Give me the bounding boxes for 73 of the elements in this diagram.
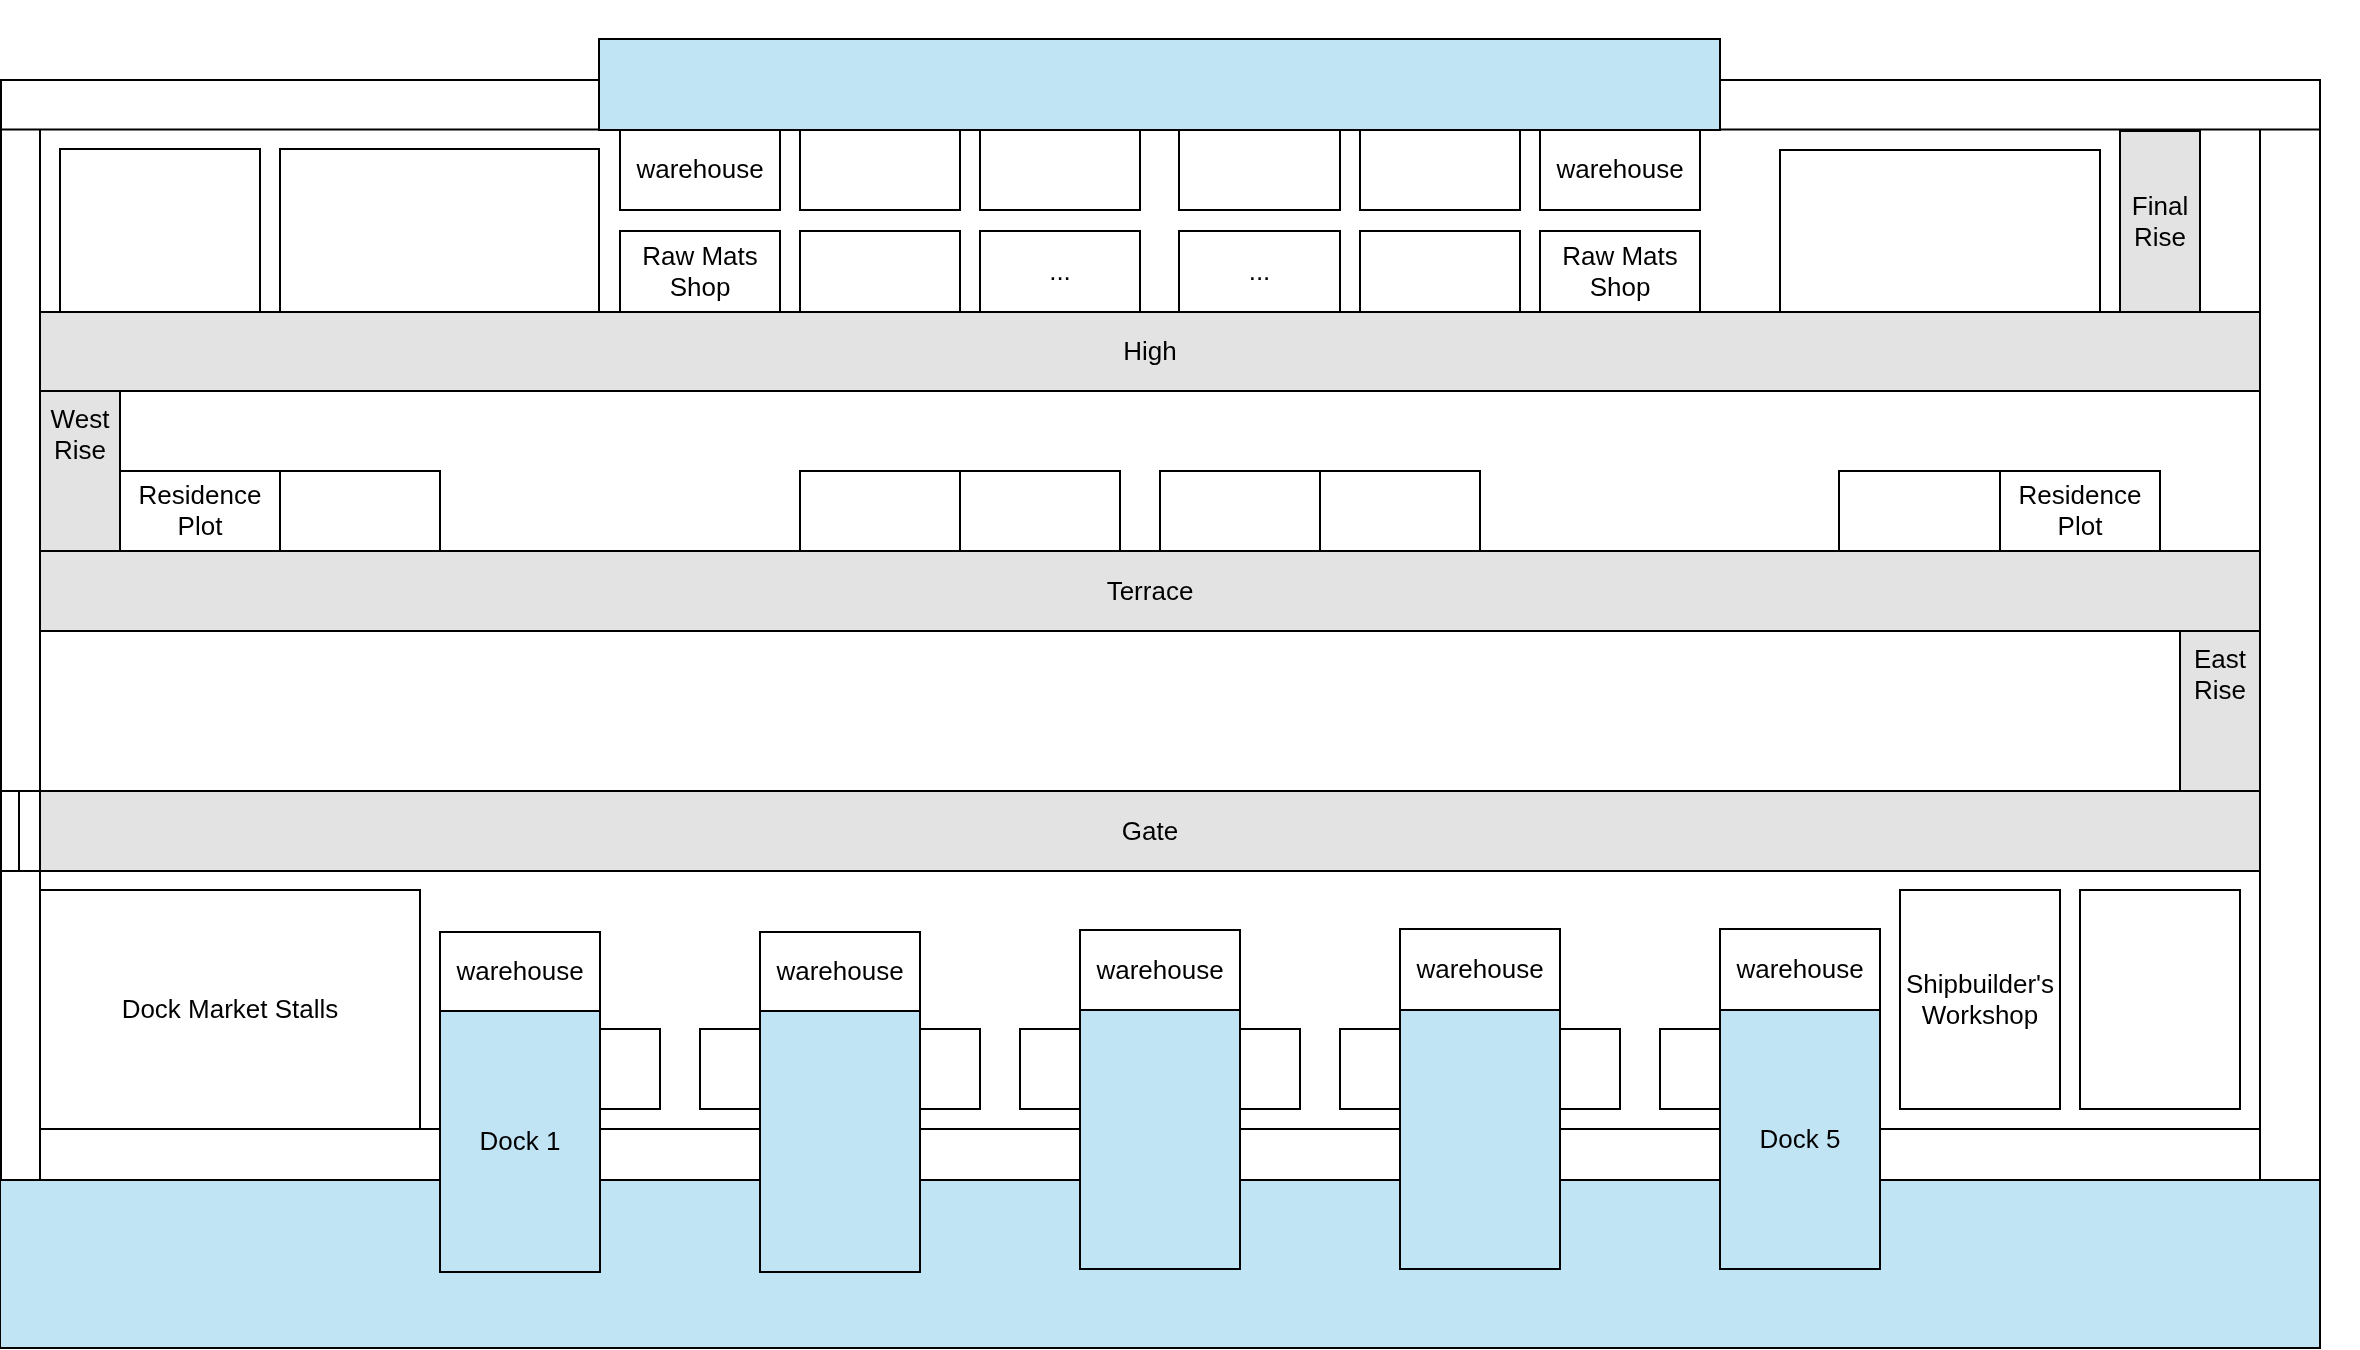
building-plot — [1719, 928, 1881, 1011]
building-plot — [1178, 230, 1341, 313]
building-plot — [619, 128, 781, 211]
building-plot — [1779, 149, 2101, 313]
dock-pier — [1719, 1009, 1881, 1270]
building-plot — [979, 128, 1141, 211]
dock-label: Dock 1 — [479, 1126, 561, 1157]
building-plot — [279, 470, 441, 552]
rise-street — [2179, 630, 2261, 792]
building-plot — [2079, 889, 2241, 1110]
plot-label: ... — [1248, 256, 1271, 287]
street-name: Gate — [1121, 815, 1179, 847]
building-plot — [759, 931, 921, 1012]
building-plot — [1319, 470, 1481, 552]
plot-label: Raw Mats Shop — [1561, 240, 1679, 303]
building-plot — [1999, 470, 2161, 552]
building-plot — [1399, 928, 1561, 1011]
building-plot — [699, 1028, 761, 1110]
rise-street — [2119, 130, 2201, 313]
dock-pier — [759, 1010, 921, 1273]
plot-label: warehouse — [636, 154, 764, 186]
building-plot — [959, 470, 1121, 552]
water-strip — [598, 38, 1721, 131]
building-plot — [1339, 1028, 1401, 1110]
building-plot — [1159, 470, 1321, 552]
building-plot — [979, 230, 1141, 313]
building-plot — [1539, 128, 1701, 211]
street-name: Terrace — [1106, 575, 1194, 607]
plot-label: Residence Plot — [2017, 480, 2143, 542]
building-plot — [919, 1028, 981, 1110]
building-plot — [59, 148, 261, 313]
building-plot — [439, 931, 601, 1012]
street-name: High — [1123, 336, 1177, 367]
street-name: East Rise — [2193, 644, 2247, 706]
building-plot — [1559, 1028, 1621, 1110]
building-plot — [1079, 929, 1241, 1011]
dock-pier — [1079, 1009, 1241, 1270]
plot-label: warehouse — [1416, 954, 1544, 985]
rise-street — [39, 390, 121, 552]
plot-label: Residence Plot — [137, 480, 263, 542]
street-band — [39, 311, 2261, 392]
building-plot — [1659, 1028, 1721, 1110]
building-plot — [1359, 230, 1521, 313]
building-plot — [799, 470, 961, 552]
dock-label: Dock 5 — [1759, 1124, 1841, 1155]
plot-label: warehouse — [1736, 954, 1864, 985]
plot-label: Raw Mats Shop — [641, 240, 759, 303]
street-band — [39, 550, 2261, 632]
building-plot — [619, 230, 781, 313]
street-name: West Rise — [49, 404, 111, 466]
street-band — [39, 790, 2261, 872]
building-plot — [1539, 230, 1701, 313]
building-plot — [799, 230, 961, 313]
building-plot — [799, 128, 961, 211]
building-plot — [39, 889, 421, 1130]
building-plot — [279, 148, 600, 313]
building-plot — [1178, 128, 1341, 211]
plot-label: Dock Market Stalls — [121, 994, 339, 1025]
plot-label: warehouse — [1096, 954, 1224, 986]
building-plot — [599, 1028, 661, 1110]
building-plot — [1239, 1028, 1301, 1110]
plot-label: warehouse — [456, 956, 584, 987]
dock-pier — [1399, 1009, 1561, 1270]
plot-label: Shipbuilder's Workshop — [1904, 968, 2056, 1031]
dock-pier — [439, 1010, 601, 1273]
building-plot — [1359, 128, 1521, 211]
plot-label: warehouse — [1556, 154, 1684, 186]
plot-label: warehouse — [776, 956, 904, 987]
building-plot — [1899, 889, 2061, 1110]
building-plot — [1838, 470, 2001, 552]
street-name: Final Rise — [2130, 190, 2190, 253]
plot-label: ... — [1049, 256, 1071, 287]
building-plot — [1019, 1028, 1081, 1110]
